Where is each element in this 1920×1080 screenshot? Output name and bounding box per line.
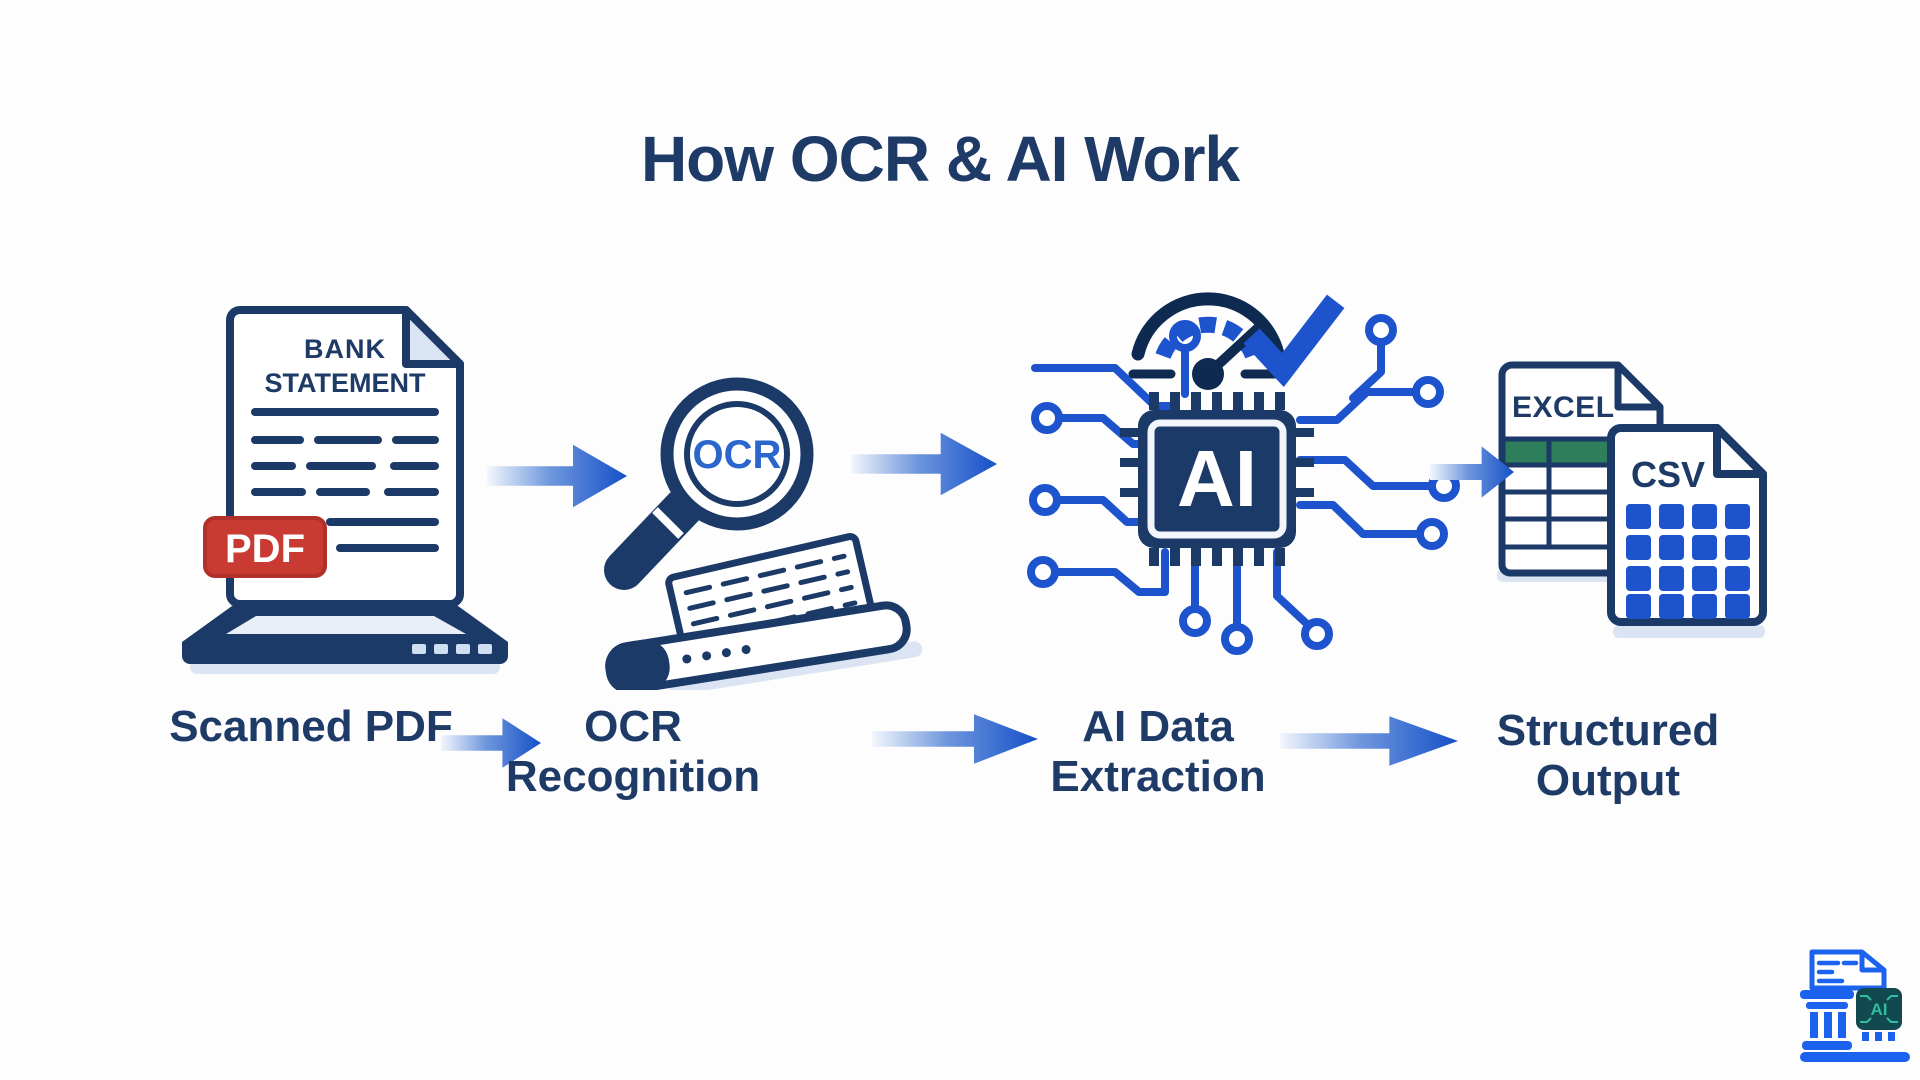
speed-gauge <box>1128 292 1288 390</box>
logo-ai-chip-icon: AI <box>1856 988 1902 1041</box>
csv-file: CSV <box>1607 424 1767 638</box>
scanner-indicator-lights <box>412 644 492 654</box>
document-text-lines <box>251 408 439 552</box>
stage-label-line: AI Data <box>1082 702 1234 751</box>
logo-document-icon <box>1809 949 1887 991</box>
document-title-line2: STATEMENT <box>265 368 426 398</box>
ai-chip-label: AI <box>1177 434 1257 523</box>
stage-label-line: Output <box>1535 756 1681 805</box>
stage-label-line: Scanned PDF <box>169 702 453 751</box>
stage-label-structured-output: Structured Output <box>1443 706 1773 806</box>
folded-corner-icon <box>1614 361 1664 411</box>
brand-logo: AI <box>1800 949 1910 1062</box>
logo-chip-label: AI <box>1871 1000 1888 1019</box>
label-arrow-3 <box>1280 716 1458 766</box>
logo-base-bar <box>1800 1052 1910 1062</box>
flow-arrow-1 <box>487 444 627 508</box>
folded-corner-icon <box>402 306 464 368</box>
folded-corner-icon <box>1713 424 1767 478</box>
pdf-badge: PDF <box>203 516 327 578</box>
ocr-magnifier: OCR <box>604 377 814 590</box>
ocr-lens-label: OCR <box>693 433 782 477</box>
ocr-magnifier-and-scanner-icon: OCR <box>604 377 923 690</box>
ai-chip: AI <box>1138 410 1296 548</box>
circuit-nodes <box>1027 314 1460 655</box>
excel-csv-files-icon: EXCEL CSV <box>1497 361 1767 638</box>
sheet-scanner-tray <box>605 601 911 690</box>
stage-label-line: Recognition <box>505 752 761 801</box>
csv-file-label: CSV <box>1631 454 1705 495</box>
pdf-badge-label: PDF <box>225 527 305 571</box>
stage-label-line: Structured <box>1496 706 1720 755</box>
magnifier-handle <box>604 487 704 590</box>
label-arrow-1 <box>441 718 541 768</box>
ai-chip-circuit-gauge-icon: AI <box>1027 292 1460 655</box>
stage-label-line: Extraction <box>1050 752 1266 801</box>
label-arrow-2 <box>872 714 1038 764</box>
stage-label-scanned-pdf: Scanned PDF <box>146 702 476 752</box>
chip-pins <box>1120 392 1314 566</box>
flow-arrow-3 <box>1430 446 1514 498</box>
page-title: How OCR & AI Work <box>640 123 1240 195</box>
bank-statement-pdf-on-scanner-icon: BANK STATEMENT PDF <box>182 306 508 674</box>
logo-bank-pillar-icon <box>1800 990 1854 1050</box>
csv-grid <box>1626 504 1750 619</box>
stage-label-ai-data-extraction: AI Data Extraction <box>993 702 1323 802</box>
document-title-line1: BANK <box>304 334 386 364</box>
flow-arrow-2 <box>851 432 997 496</box>
stage-label-ocr-recognition: OCR Recognition <box>468 702 798 802</box>
scanner-glass <box>226 616 466 634</box>
flatbed-scanner <box>182 606 508 674</box>
tray-dots <box>682 645 751 664</box>
checkmark-icon <box>1243 294 1345 388</box>
excel-file-label: EXCEL <box>1512 391 1615 424</box>
stage-label-line: OCR <box>584 702 682 751</box>
